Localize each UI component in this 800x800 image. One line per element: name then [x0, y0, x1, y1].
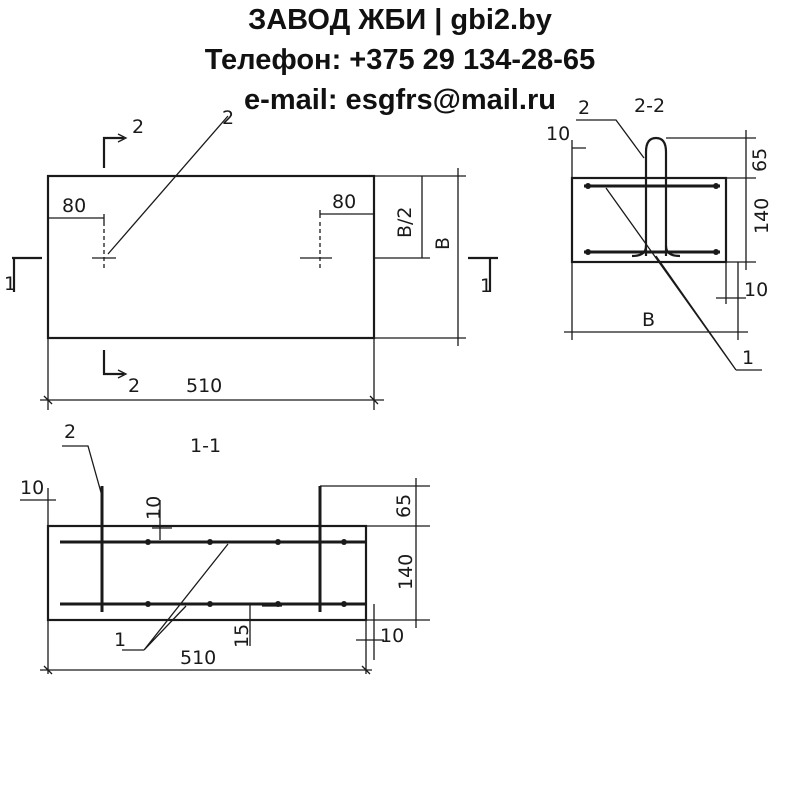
dim-10-inner-1-1: 10	[143, 496, 165, 520]
dim-b: B	[432, 237, 454, 250]
dim-80-left: 80	[62, 195, 86, 217]
dim-10-top-2-2: 10	[546, 123, 570, 145]
dim-140-2-2: 140	[751, 198, 773, 234]
section-mark-bottom: 2	[128, 375, 140, 397]
section-1-1: 1-1 2 10 10 65 140 15	[20, 421, 430, 675]
section-mark-left: 1	[4, 273, 16, 295]
dim-10-left-1-1: 10	[20, 477, 44, 499]
section-1-1-leader-2: 2	[64, 421, 76, 443]
dim-half-b: B/2	[394, 206, 416, 238]
dim-65-1-1: 65	[393, 494, 415, 518]
section-mark-right: 1	[480, 275, 492, 297]
section-mark-top: 2	[132, 116, 144, 138]
plan-leader-2: 2	[222, 107, 234, 129]
email-line: e-mail: esgfrs@mail.ru	[244, 84, 556, 116]
dim-65-2-2: 65	[749, 148, 771, 172]
dim-140-1-1: 140	[395, 554, 417, 590]
dim-510-plan: 510	[186, 375, 222, 397]
cut-mark-bottom	[102, 350, 124, 376]
dim-510-section: 510	[180, 647, 216, 669]
section-2-2: 2-2 2 10 65 140 10 B 1	[546, 95, 773, 371]
section-2-2-outline	[570, 176, 728, 264]
dim-10-bottom-2-2: 10	[744, 279, 768, 301]
dim-10-right-1-1: 10	[380, 625, 404, 647]
section-1-1-title: 1-1	[190, 435, 221, 457]
section-1-1-leader-1: 1	[114, 629, 126, 651]
cut-mark-top	[102, 136, 124, 168]
dim-15-1-1: 15	[231, 624, 253, 648]
phone-line: Телефон: +375 29 134-28-65	[204, 44, 596, 76]
anchor-plate	[644, 136, 668, 256]
dim-b-2-2: B	[642, 309, 655, 331]
plan-outline	[46, 174, 376, 340]
plan-view: 2 2 1 1 80 80 2 B/2 B 51	[4, 107, 498, 410]
company-title: ЗАВОД ЖБИ | gbi2.by	[248, 4, 552, 36]
section-2-2-leader-2: 2	[578, 97, 590, 119]
header: ЗАВОД ЖБИ | gbi2.by Телефон: +375 29 134…	[0, 0, 800, 120]
section-2-2-title: 2-2	[634, 95, 665, 117]
section-2-2-leader-1: 1	[742, 347, 754, 369]
dim-80-right: 80	[332, 191, 356, 213]
section-1-1-outline	[46, 524, 368, 622]
